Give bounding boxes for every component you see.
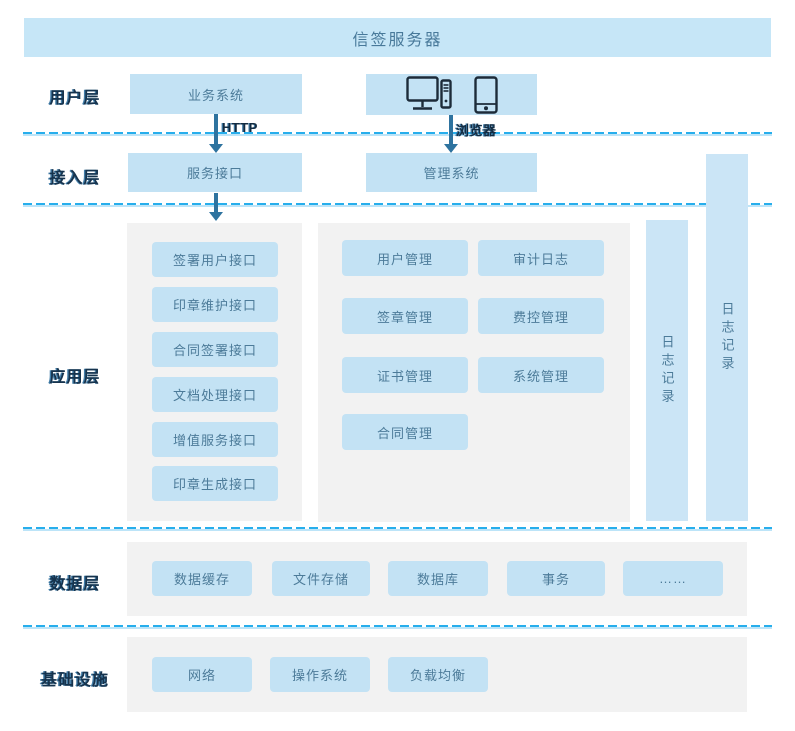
layer-divider-4 xyxy=(23,625,772,629)
arrow-service-to-application xyxy=(214,193,218,212)
app-interface-box: 签署用户接口 xyxy=(152,242,278,277)
data-layer-box: 数据缓存 xyxy=(152,561,252,596)
layer-divider-3 xyxy=(23,527,772,531)
infra-layer-box: 网络 xyxy=(152,657,252,692)
arrow-business-to-service xyxy=(214,114,218,144)
data-layer-box: …… xyxy=(623,561,723,596)
app-interface-box: 印章维护接口 xyxy=(152,287,278,322)
client-devices-box xyxy=(366,74,537,115)
browser-label: 浏览器 xyxy=(456,123,497,138)
app-management-box: 审计日志 xyxy=(478,240,604,276)
app-interface-box: 增值服务接口 xyxy=(152,422,278,457)
smartphone-icon xyxy=(473,75,498,114)
layer-divider-2 xyxy=(23,203,772,207)
app-interface-box: 文档处理接口 xyxy=(152,377,278,412)
arrow-devices-to-management xyxy=(449,115,453,144)
management-system-box: 管理系统 xyxy=(366,153,537,192)
app-management-box: 费控管理 xyxy=(478,298,604,334)
app-interface-box: 合同签署接口 xyxy=(152,332,278,367)
diagram-title-banner: 信签服务器 xyxy=(24,18,771,57)
log-bar: 日志记录 xyxy=(706,154,748,521)
diagram-title: 信签服务器 xyxy=(352,31,443,49)
app-interface-box: 印章生成接口 xyxy=(152,466,278,501)
desktop-computer-icon xyxy=(405,76,452,110)
layer-label-application: 应用层 xyxy=(49,369,101,386)
app-management-box: 系统管理 xyxy=(478,357,604,393)
http-label: HTTP xyxy=(222,120,258,135)
data-layer-box: 数据库 xyxy=(388,561,488,596)
app-management-box: 合同管理 xyxy=(342,414,468,450)
data-layer-box: 事务 xyxy=(507,561,605,596)
layer-divider-1 xyxy=(23,132,772,136)
layer-label-data: 数据层 xyxy=(49,576,101,593)
app-management-box: 用户管理 xyxy=(342,240,468,276)
service-interface-box: 服务接口 xyxy=(128,153,302,192)
app-management-box: 签章管理 xyxy=(342,298,468,334)
infra-layer-box: 负载均衡 xyxy=(388,657,488,692)
data-layer-box: 文件存储 xyxy=(272,561,370,596)
app-management-box: 证书管理 xyxy=(342,357,468,393)
log-bar: 日志记录 xyxy=(646,220,688,521)
layer-label-user: 用户层 xyxy=(49,90,101,107)
business-system-box: 业务系统 xyxy=(130,74,302,114)
log-bar-label: 日志记录 xyxy=(719,301,735,374)
log-bar-label: 日志记录 xyxy=(659,334,675,407)
infra-layer-box: 操作系统 xyxy=(270,657,370,692)
layer-label-access: 接入层 xyxy=(49,170,101,187)
layer-label-infrastructure: 基础设施 xyxy=(40,672,109,689)
